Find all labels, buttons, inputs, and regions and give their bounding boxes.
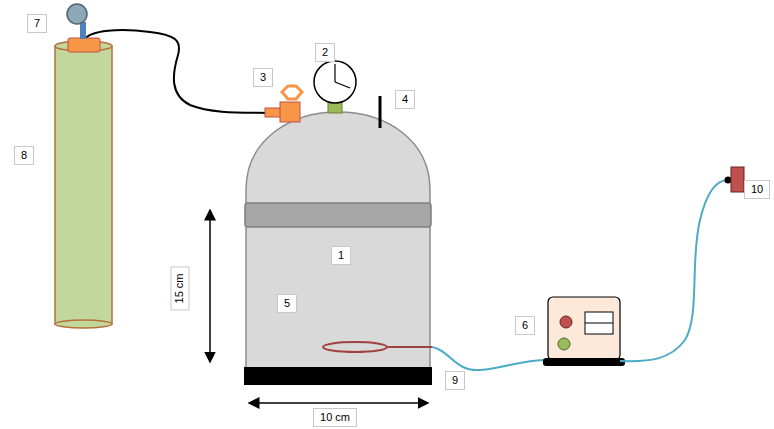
controller (548, 297, 620, 360)
gas-cylinder (55, 46, 112, 324)
callout-number: 4 (395, 90, 415, 109)
chamber-dome (246, 112, 430, 205)
height-dimension (209, 210, 211, 362)
inlet-valve (280, 102, 300, 122)
dimension-label: 10 cm (313, 408, 357, 427)
chamber-base (244, 367, 432, 385)
callout-number: 6 (515, 316, 535, 335)
heating-coil (323, 342, 387, 352)
callout-number: 1 (331, 246, 351, 265)
callout-number: 3 (253, 68, 273, 87)
callout-number: 2 (315, 43, 335, 62)
pressure-gauge (314, 61, 356, 103)
dimension-label: 15 cm (171, 266, 190, 310)
heater-cable (432, 347, 548, 370)
power-cable (620, 180, 728, 361)
callout-number: 7 (27, 14, 47, 33)
callout-number: 8 (14, 146, 34, 165)
callout-number: 5 (277, 294, 297, 313)
chamber-band (245, 203, 431, 227)
power-plug (731, 167, 744, 192)
cylinder-valve (68, 38, 100, 52)
pressure-regulator (67, 4, 87, 24)
callout-number: 10 (744, 180, 770, 199)
width-dimension (249, 402, 428, 404)
outlet-pin (379, 96, 382, 128)
callout-number: 9 (445, 371, 465, 390)
